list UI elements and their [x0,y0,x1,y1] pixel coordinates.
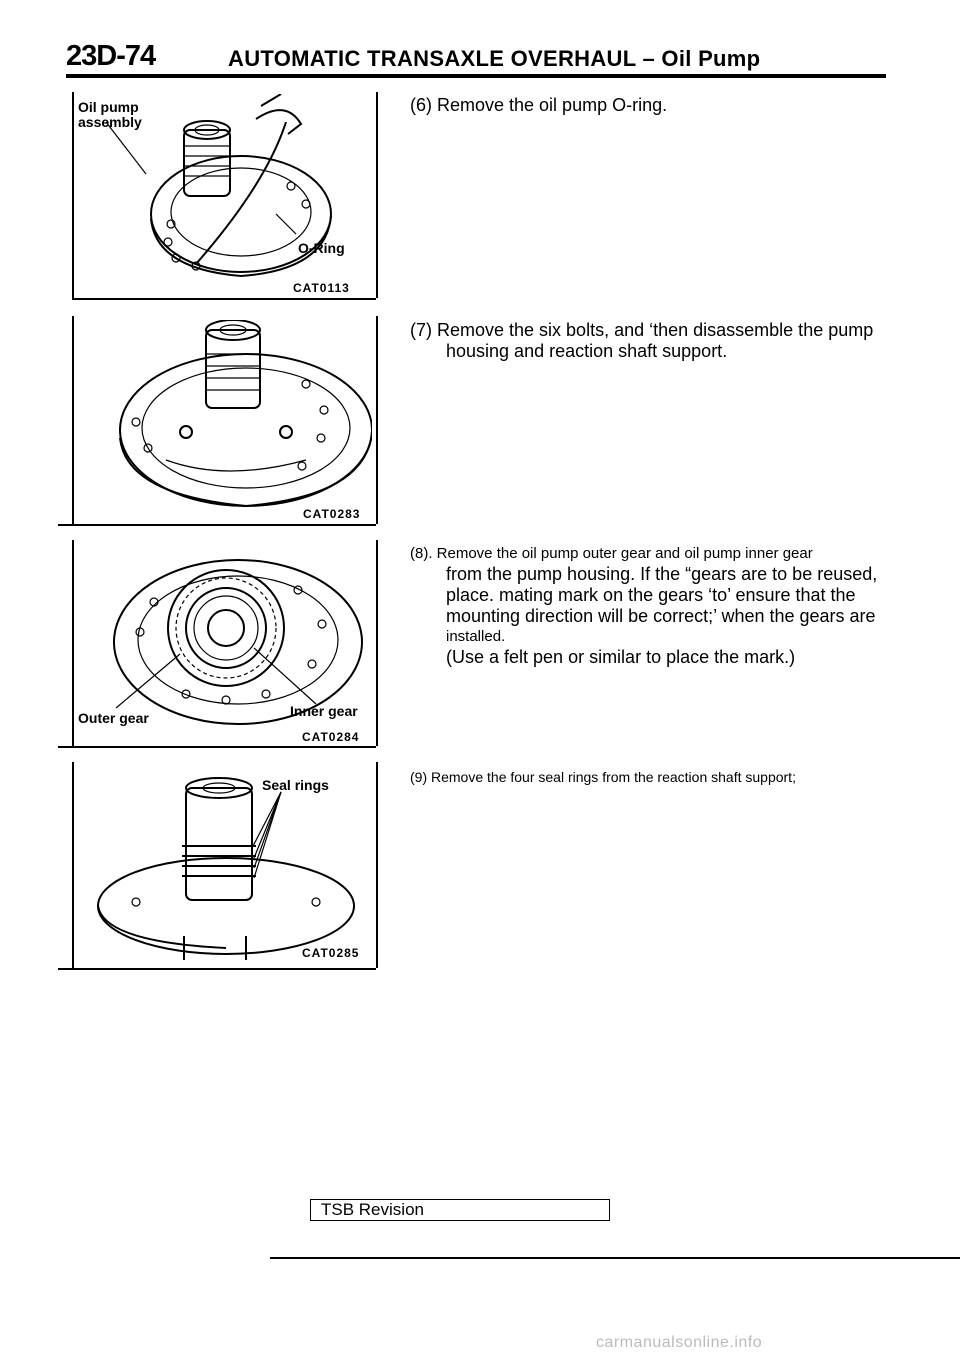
step-8-line: installed. [446,628,506,645]
figure-divider [72,298,376,300]
figure-panel-3 [72,540,378,746]
figure-divider [58,524,376,526]
figure-label: O-Ring [298,240,345,256]
figure-label: Outer gear [78,710,149,726]
step-7-line: (7) Remove the six bolts, and ‘then disa… [410,320,874,340]
figure-divider [58,746,376,748]
figure-code: CAT0113 [293,281,350,295]
reaction-shaft-support-illustration [97,777,355,960]
step-8-line: from the pump housing. If the “gears are… [446,564,878,584]
step-8-line: mounting direction will be correct;’ whe… [446,606,876,626]
figure-label: Inner gear [290,703,358,719]
figure-panel-4 [72,762,378,968]
figure-label: Oil pump [78,99,139,115]
tsb-revision-box: TSB Revision [310,1199,610,1221]
figure-code: CAT0283 [303,507,361,521]
figure-label: assembly [78,114,142,130]
figure-panel-2 [72,316,378,524]
watermark: carmanualsonline.info [596,1334,763,1351]
footer-divider [270,1257,960,1259]
pump-gears-illustration [113,559,363,725]
step-8-line: (8). Remove the oil pump outer gear and … [410,545,813,562]
figure-code: CAT0285 [302,946,360,960]
header-divider [66,74,886,78]
step-8-line: (Use a felt pen or similar to place the … [446,647,796,667]
oil-pump-assembly-illustration [105,94,332,278]
step-9: (9) Remove the four seal rings from the … [410,769,796,785]
figure-code: CAT0284 [302,730,360,744]
figure-panel-1 [72,92,378,298]
page-title: AUTOMATIC TRANSAXLE OVERHAUL – Oil Pump [228,46,761,71]
step-7-line: housing and reaction shaft support. [446,341,728,361]
pump-housing-illustration [119,320,372,508]
figure-divider [58,968,376,970]
page-number: 23D-74 [66,40,156,72]
figure-label: Seal rings [262,777,329,793]
step-8-line: place. mating mark on the gears ‘to’ ens… [446,585,856,605]
step-6: (6) Remove the oil pump O-ring. [410,95,668,115]
